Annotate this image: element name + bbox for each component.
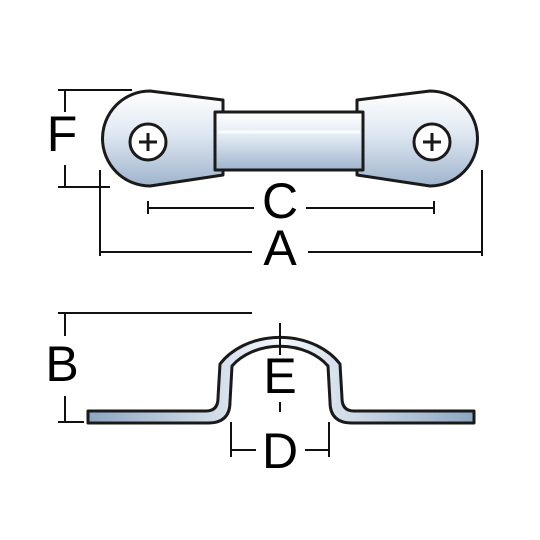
- phillips-screw-hole-icon: [412, 122, 452, 162]
- phillips-screw-hole-icon: [128, 122, 168, 162]
- dimension-e: E: [263, 323, 297, 412]
- dimension-a: A: [99, 170, 483, 276]
- strap-side-profile: [86, 335, 476, 425]
- dimension-c: C: [147, 173, 435, 229]
- strap-center-band: [213, 110, 365, 172]
- dimension-f-label: F: [47, 106, 78, 162]
- dimension-a-label: A: [263, 220, 297, 276]
- dimension-f: F: [47, 89, 132, 188]
- side-view: B E D: [45, 312, 476, 479]
- dimension-b-label: B: [45, 336, 78, 392]
- dimension-d: D: [230, 422, 330, 479]
- top-view: F C: [47, 89, 483, 276]
- dimension-b: B: [45, 312, 252, 423]
- dimension-e-label: E: [263, 348, 296, 404]
- dimension-c-label: C: [262, 173, 298, 229]
- dimension-d-label: D: [262, 423, 298, 479]
